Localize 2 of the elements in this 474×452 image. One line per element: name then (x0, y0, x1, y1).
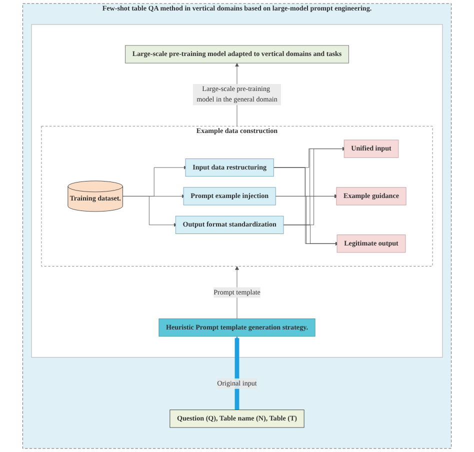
cluster (31, 24, 443, 358)
arrow (234, 336, 240, 410)
